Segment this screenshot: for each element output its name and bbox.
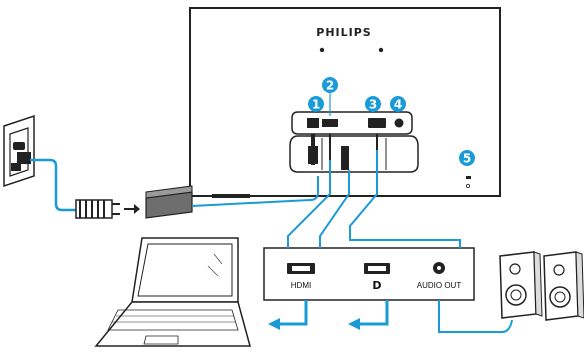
power-cord (30, 158, 78, 212)
dp-logo: D (372, 279, 381, 292)
callout-2: 2 (322, 77, 338, 116)
lock-slot (466, 176, 471, 179)
callout-4: 4 (390, 96, 406, 112)
hdmi-port (322, 119, 338, 127)
connection-panel: HDMI D AUDIO OUT (263, 247, 475, 301)
svg-text:5: 5 (463, 152, 471, 166)
callout-5: 5 (459, 150, 475, 166)
audio-out-label: AUDIO OUT (417, 281, 462, 290)
wall-outlet-icon (3, 114, 35, 188)
svg-text:1: 1 (312, 98, 320, 112)
svg-text:2: 2 (326, 79, 334, 93)
adapter-cable (191, 176, 319, 207)
arrow-left-icon (348, 300, 389, 330)
callout-3: 3 (365, 96, 381, 112)
power-port (307, 118, 319, 128)
brand-logo: PHILIPS (316, 26, 371, 39)
signal-lines (287, 150, 513, 333)
power-plug-icon (75, 199, 120, 219)
monitor-back: PHILIPS (189, 7, 501, 198)
laptop-icon (94, 237, 251, 347)
arrow-left-icon (268, 300, 308, 330)
callout-1: 1 (308, 96, 324, 112)
power-adapter (145, 185, 193, 219)
mount-hole-right (378, 47, 384, 53)
speakers-icon (499, 251, 584, 321)
displayport-port (368, 118, 386, 128)
monitor-cables (308, 134, 378, 170)
lock-icon (465, 183, 470, 188)
audio-port (394, 118, 404, 128)
arrow-right-icon (124, 204, 140, 214)
mount-hole-left (319, 47, 325, 53)
port-panel (291, 111, 413, 135)
svg-text:3: 3 (369, 98, 377, 112)
hdmi-label: HDMI (291, 281, 311, 290)
svg-text:4: 4 (394, 98, 402, 112)
